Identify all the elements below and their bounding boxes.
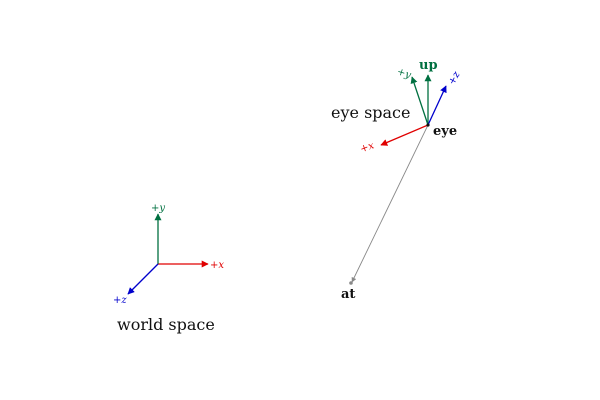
world-space-group: +x +y +z world space: [113, 203, 224, 334]
eye-y-label: +y: [395, 66, 412, 81]
world-space-title: world space: [117, 315, 215, 334]
eye-z-label: +z: [447, 69, 463, 87]
at-label: at: [341, 287, 355, 302]
eye-space-title: eye space: [331, 103, 410, 122]
eye-x-label: +x: [359, 140, 376, 155]
eye-label: eye: [433, 124, 457, 139]
sight-line: [351, 124, 429, 283]
eye-y-axis: [410, 76, 429, 126]
eye-point: [426, 123, 430, 127]
eye-x-axis: [380, 124, 429, 146]
up-label: up: [419, 58, 438, 73]
world-x-label: +x: [210, 260, 224, 271]
world-z-label: +z: [113, 295, 127, 306]
world-z-axis: [127, 263, 159, 295]
eye-z-axis: [427, 85, 447, 126]
world-y-label: +y: [151, 203, 165, 214]
eye-space-group: +x +y +z up eye at eye space: [331, 58, 463, 302]
at-point: [349, 281, 353, 285]
